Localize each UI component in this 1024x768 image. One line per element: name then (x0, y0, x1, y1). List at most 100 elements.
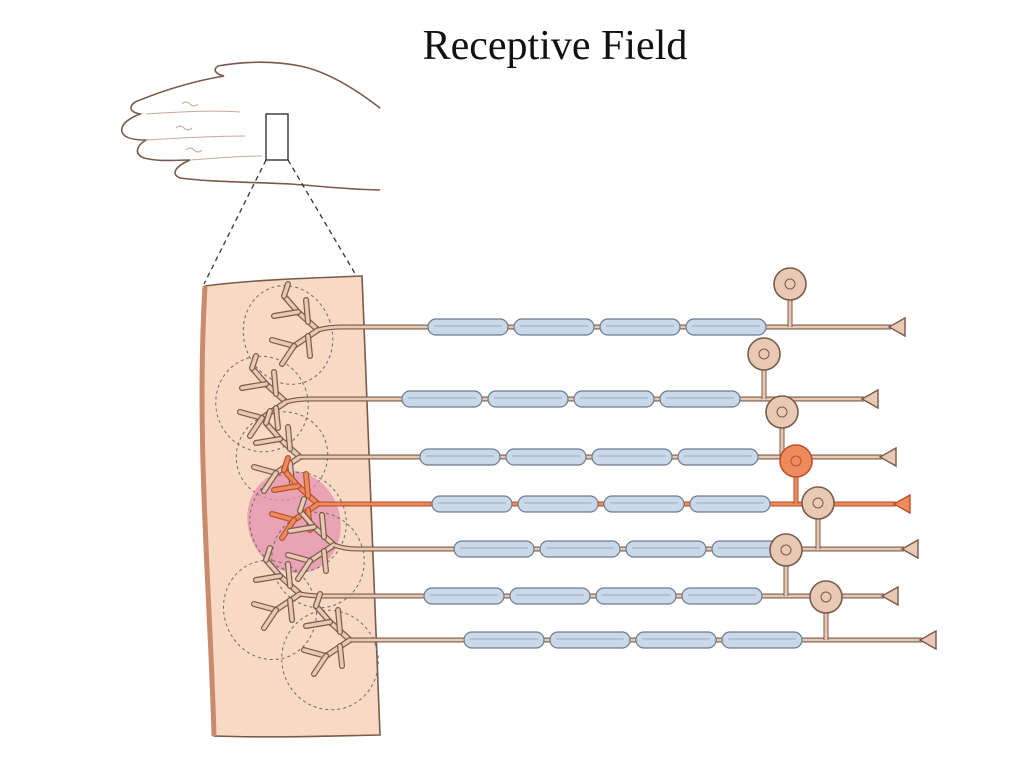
dendrite-branch (314, 604, 332, 624)
finger-line (145, 110, 241, 115)
myelin-sheath (453, 540, 535, 558)
dendrite-branch (282, 282, 290, 298)
sensory-neuron (301, 580, 937, 677)
sensory-neuron (285, 486, 919, 582)
myelin-sheath (595, 587, 677, 605)
dendrite-branch (304, 298, 310, 324)
axon-terminal (892, 493, 911, 515)
dendrite-branch (250, 366, 268, 386)
cell-body (779, 444, 813, 478)
dendrite-branch (286, 425, 292, 451)
axon-terminal (900, 538, 919, 560)
axon-terminal (918, 629, 937, 651)
dendrite-branch (320, 513, 326, 539)
dendrite-branch (282, 294, 300, 314)
dendrite-branch (270, 512, 296, 522)
myelin-sheath (689, 495, 771, 513)
nucleus (758, 348, 770, 360)
sensory-neuron (237, 337, 879, 439)
knuckle-mark (185, 147, 203, 153)
cell-body (747, 337, 781, 371)
myelin-sheath (677, 448, 759, 466)
dendrite-branch (264, 558, 282, 578)
myelin-sheath (591, 448, 673, 466)
dendrite-branch (288, 525, 316, 533)
cell-body (809, 580, 843, 614)
cell-body (769, 533, 803, 567)
dendrite-branch (288, 598, 294, 622)
cell-body (765, 395, 799, 429)
dendrite-branch (240, 382, 268, 390)
dendrite-branch (254, 437, 282, 445)
skin-sample-marker (265, 113, 289, 161)
wrist-fade (380, 108, 404, 194)
page-title: Receptive Field (422, 23, 688, 69)
dendrite-branch (282, 456, 290, 472)
myelin-sheath (463, 631, 545, 649)
sensory-neuron (269, 267, 906, 367)
knuckle-mark (181, 101, 199, 107)
receptive-field-boundary (281, 609, 379, 711)
dendrite-branch (238, 410, 264, 420)
myelin-sheath (549, 631, 631, 649)
nucleus (820, 591, 832, 603)
myelin-sheath (721, 631, 803, 649)
myelin-sheath (685, 318, 767, 336)
myelin-sheath (419, 448, 501, 466)
dendrite-branch (270, 338, 296, 348)
myelin-sheath (635, 631, 717, 649)
dendrite-branch (336, 608, 342, 634)
receptive-field-boundary (271, 511, 365, 609)
dendrite-branch (306, 334, 312, 358)
myelin-sheath (517, 495, 599, 513)
nucleus (780, 544, 792, 556)
myelin-sheath (487, 390, 569, 408)
dendrite-branch (286, 553, 312, 563)
dendrite-branch (274, 406, 280, 430)
axon-terminal (880, 585, 899, 607)
dendrite-branch (262, 471, 278, 493)
dendrite-branch (254, 574, 282, 582)
axon-terminal (878, 446, 897, 468)
dendrite-branch (312, 654, 328, 676)
sensory-neuron (251, 395, 897, 494)
sensory-neuron (251, 533, 899, 631)
myelin-sheath (625, 540, 707, 558)
myelin-sheath (659, 390, 741, 408)
finger-line (145, 135, 246, 141)
nucleus (812, 497, 824, 509)
dendrite-branch (304, 472, 310, 498)
nucleus (776, 406, 788, 418)
highlighted-sensory-neuron (269, 444, 911, 541)
axon-terminal (887, 316, 906, 338)
myelin-sheath (599, 318, 681, 336)
dendrite-branch (264, 421, 282, 441)
dendrite-branch (262, 608, 278, 630)
dendrite-branch (322, 549, 328, 573)
dendrite-branch (282, 468, 300, 488)
finger-line (189, 155, 263, 161)
hand-outline (120, 61, 386, 191)
myelin-sheath (539, 540, 621, 558)
myelin-sheath (681, 587, 763, 605)
dendrite-branch (302, 648, 328, 658)
dendrite-branch (304, 620, 332, 628)
axon (285, 397, 864, 404)
myelin-sheath (603, 495, 685, 513)
axon (333, 543, 904, 551)
myelin-sheath (573, 390, 655, 408)
dendrite-branch (296, 559, 312, 581)
myelin-sheath (431, 495, 513, 513)
knuckle-mark (175, 125, 193, 131)
dendrite-branch (338, 644, 344, 668)
dendrite-branch (272, 310, 300, 318)
myelin-sheath (513, 318, 595, 336)
dendrite-branch (286, 562, 292, 588)
myelin-sheath (423, 587, 505, 605)
skin-patch-edge (199, 285, 217, 737)
sensory-neurons (237, 267, 937, 677)
dendrite-branch (298, 497, 306, 513)
nucleus (790, 455, 802, 467)
axon (299, 592, 884, 598)
zoom-line-right (287, 159, 361, 283)
